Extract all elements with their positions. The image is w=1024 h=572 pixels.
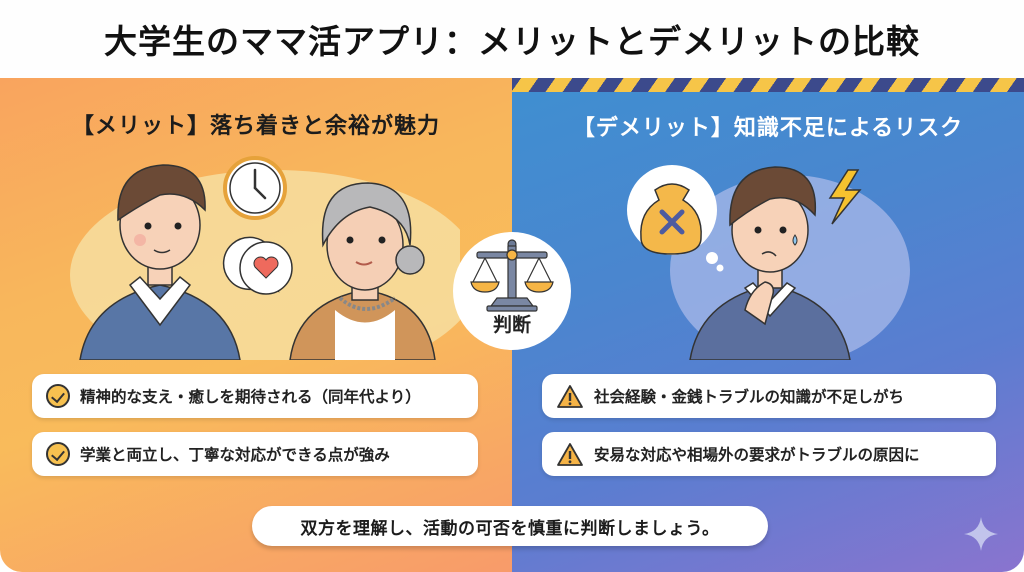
money-bag-x-icon: [627, 165, 724, 272]
older-woman-figure: [289, 182, 436, 360]
student-figure: [79, 164, 241, 360]
demerit-illustration: [627, 165, 910, 360]
title-bar: 大学生のママ活アプリ：メリットとデメリットの比較: [0, 0, 1024, 78]
check-circle-icon: [46, 384, 70, 408]
warning-triangle-icon: [557, 384, 583, 408]
heart-speech-bubble-icon: [222, 236, 293, 295]
merit-panel: 【メリット】落ち着きと余裕が魅力: [0, 78, 512, 572]
demerit-item-text: 安易な対応や相場外の要求がトラブルの原因に: [594, 446, 920, 464]
merit-item-2: 学業と両立し、丁寧な対応ができる点が強み: [32, 432, 478, 476]
demerit-item-text: 社会経験・金銭トラブルの知識が不足しがち: [594, 388, 905, 406]
judgment-badge: 判断: [453, 232, 571, 350]
hazard-stripe: [512, 78, 1024, 92]
page-title: 大学生のママ活アプリ：メリットとデメリットの比較: [104, 22, 920, 61]
merit-item-1: 精神的な支え・癒しを期待される（同年代より）: [32, 374, 478, 418]
conclusion-text: 双方を理解し、活動の可否を慎重に判断しましょう。: [300, 518, 720, 539]
clock-icon: [223, 156, 287, 220]
merit-item-text: 精神的な支え・癒しを期待される（同年代より）: [80, 388, 421, 406]
demerit-panel: 【デメリット】知識不足によるリスク: [512, 78, 1024, 572]
warning-triangle-icon: [557, 442, 583, 466]
merit-heading: 【メリット】落ち着きと余裕が魅力: [71, 114, 440, 139]
worried-student-figure: [689, 166, 851, 360]
merit-illustration: [70, 156, 460, 360]
demerit-heading: 【デメリット】知識不足によるリスク: [572, 116, 964, 141]
judgment-label: 判断: [492, 314, 531, 336]
merit-item-text: 学業と両立し、丁寧な対応ができる点が強み: [80, 446, 390, 464]
check-circle-icon: [46, 442, 70, 466]
lightning-icon: [828, 169, 862, 225]
balance-scale-icon: [470, 239, 554, 312]
demerit-item-1: 社会経験・金銭トラブルの知識が不足しがち: [542, 374, 996, 418]
sparkle-icon: [964, 517, 998, 551]
demerit-item-2: 安易な対応や相場外の要求がトラブルの原因に: [542, 432, 996, 476]
conclusion-banner: 双方を理解し、活動の可否を慎重に判断しましょう。: [252, 506, 768, 546]
